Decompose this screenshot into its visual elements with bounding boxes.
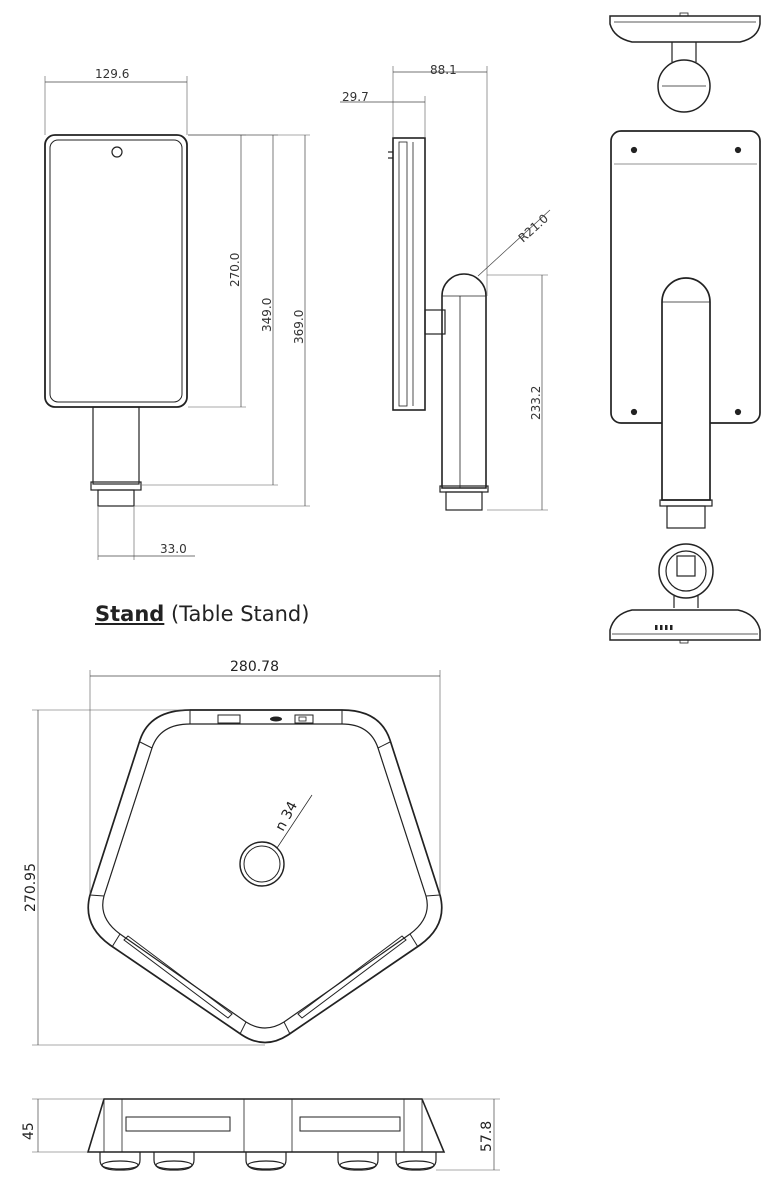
front-camera	[111, 146, 123, 158]
stand-edge-segments	[89, 710, 441, 1035]
stand-side-extension-lines	[32, 1098, 500, 1171]
stand-port-dc	[270, 716, 282, 722]
stand-side-slot-left	[125, 1116, 231, 1132]
stand-port-usb	[217, 714, 241, 724]
bottom-view-plate	[609, 609, 761, 641]
front-pole	[92, 406, 140, 485]
front-pole-bottom	[97, 489, 135, 507]
dim-stand-width: 280.78	[230, 659, 279, 675]
dim-panel-depth: 29.7	[342, 90, 369, 104]
top-view	[609, 12, 761, 113]
stand-inner-outline	[102, 723, 428, 1029]
side-pole-collar	[439, 485, 489, 493]
top-view-pole	[657, 59, 711, 113]
stand-dimension-lines	[37, 675, 440, 1045]
stand-top-view: 280.78 270.95 n 34	[23, 659, 443, 1046]
dim-base-total-height: 57.8	[479, 1121, 495, 1152]
side-dimension-lines	[340, 71, 551, 510]
dim-pole-width: 33.0	[160, 542, 187, 556]
top-view-plate	[609, 15, 761, 43]
section-title: Stand	[95, 602, 165, 626]
dim-body-height: 349.0	[260, 298, 274, 332]
rear-pole	[661, 277, 711, 501]
side-view: 88.1 29.7 R21.0 233.2	[340, 63, 551, 511]
front-outer-frame	[44, 134, 188, 408]
side-panel-inner	[398, 141, 408, 407]
side-pole	[441, 273, 487, 489]
dim-front-width: 129.6	[95, 67, 129, 81]
side-panel-outer	[392, 137, 426, 411]
front-view: 129.6 270.0 349.0 369.0 33.0	[44, 67, 310, 560]
dim-pole-height: 233.2	[529, 386, 543, 420]
rear-pole-bottom	[666, 505, 706, 529]
dim-screen-height: 270.0	[228, 253, 242, 287]
front-extension-lines	[44, 76, 310, 560]
stand-side-view: 45 57.8	[21, 1098, 500, 1171]
dim-base-height: 45	[21, 1122, 37, 1140]
dim-hole-diameter: n 34	[272, 799, 301, 834]
front-screen	[49, 139, 183, 403]
stand-slot-left	[123, 935, 233, 1019]
rear-view	[610, 130, 761, 529]
side-connector	[424, 309, 446, 335]
stand-center-hole-outer	[239, 841, 285, 887]
rear-pole-collar	[659, 499, 713, 507]
front-pole-collar	[90, 481, 142, 491]
stand-feet	[99, 1152, 437, 1171]
bottom-view	[609, 543, 761, 644]
front-dimension-lines	[45, 81, 306, 557]
stand-center-hole-inner	[243, 845, 281, 883]
dim-radius: R21.0	[516, 211, 551, 245]
side-extension-lines	[392, 66, 548, 511]
stand-port-switch	[294, 714, 314, 724]
stand-side-body	[86, 1098, 446, 1153]
stand-side-dimension-lines	[37, 1099, 495, 1170]
stand-extension-lines	[32, 670, 441, 1046]
dim-side-depth: 88.1	[430, 63, 457, 77]
side-pole-bottom	[445, 491, 483, 511]
section-heading: Stand (Table Stand)	[95, 602, 309, 626]
dim-stand-depth: 270.95	[23, 863, 39, 912]
stand-side-slot-right	[299, 1116, 401, 1132]
stand-slot-right	[297, 935, 407, 1019]
section-subtitle: (Table Stand)	[171, 602, 310, 626]
bottom-view-ring-outer	[658, 543, 714, 599]
stand-outer-outline	[87, 709, 443, 1044]
dim-total-height: 369.0	[292, 310, 306, 344]
